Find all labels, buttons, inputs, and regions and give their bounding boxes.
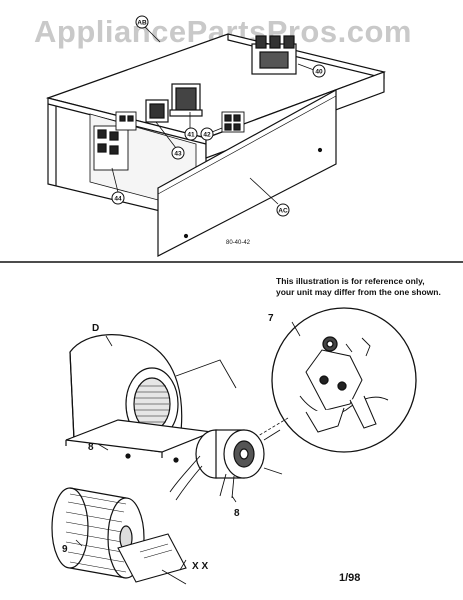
control-box-assembly bbox=[45, 23, 387, 257]
label-8-right: 8 bbox=[234, 508, 240, 519]
callout-43: 43 bbox=[171, 146, 185, 160]
label-9: 9 bbox=[62, 544, 68, 555]
blower-housing bbox=[65, 334, 237, 463]
diagram-code: 80-40-42 bbox=[226, 240, 251, 246]
svg-text:44: 44 bbox=[114, 196, 122, 203]
callout-ab: AB bbox=[135, 15, 149, 29]
label-7: 7 bbox=[268, 313, 274, 324]
svg-text:40: 40 bbox=[315, 69, 323, 76]
label-8-left: 8 bbox=[88, 442, 94, 453]
bottom-leaders bbox=[75, 321, 301, 571]
svg-text:42: 42 bbox=[203, 132, 211, 139]
detail-bubble bbox=[257, 307, 417, 453]
callout-41: 41 bbox=[184, 127, 198, 141]
svg-text:AB: AB bbox=[137, 20, 147, 27]
blower-wheel bbox=[51, 487, 145, 579]
svg-text:43: 43 bbox=[174, 151, 182, 158]
reference-note-line2: your unit may differ from the one shown. bbox=[276, 287, 441, 297]
callout-40: 40 bbox=[312, 64, 326, 78]
svg-text:AC: AC bbox=[278, 208, 288, 215]
callout-42: 42 bbox=[200, 127, 214, 141]
callout-44: 44 bbox=[111, 191, 125, 205]
date-code: 1/98 bbox=[339, 572, 360, 584]
reference-note-line1: This illustration is for reference only, bbox=[276, 276, 425, 286]
blower-motor bbox=[169, 429, 283, 501]
reference-note: This illustration is for reference only,… bbox=[276, 276, 441, 298]
label-xx: X X bbox=[192, 561, 208, 572]
svg-text:41: 41 bbox=[187, 132, 195, 139]
small-part-xx bbox=[117, 533, 187, 585]
callout-ac: AC bbox=[276, 203, 290, 217]
label-d: D bbox=[92, 323, 99, 334]
